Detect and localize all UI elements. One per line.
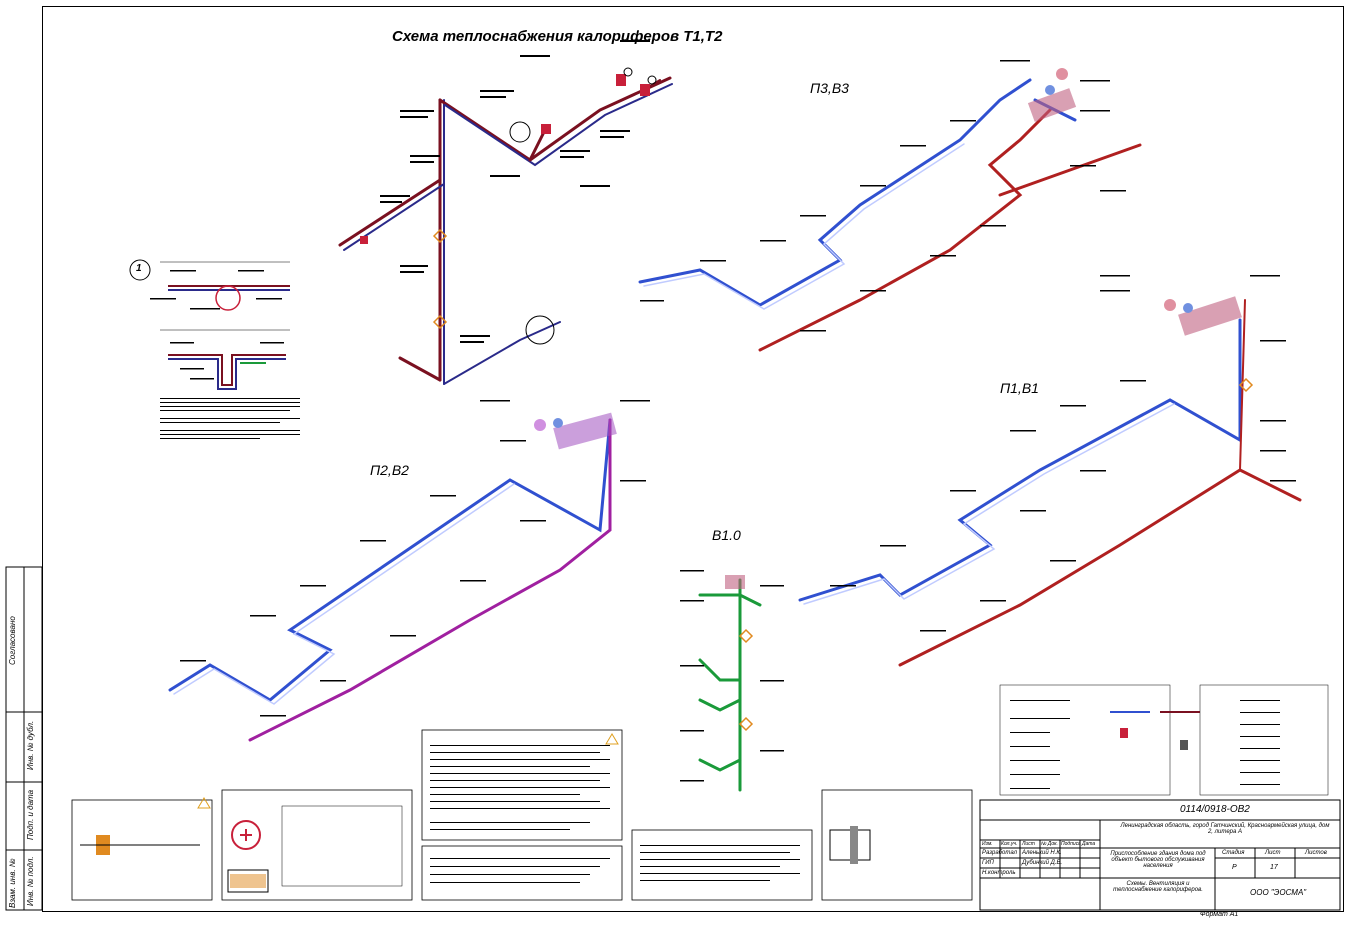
sheet-header: Лист — [1265, 850, 1281, 856]
stage-value: Р — [1232, 864, 1237, 871]
hdr-list: Лист — [1022, 841, 1035, 847]
role-control: Н.контроль — [982, 870, 1016, 876]
address: Ленинградская область, город Гатчинский,… — [1120, 823, 1330, 835]
p3v3-system — [638, 60, 1142, 352]
hdr-koluch: Кол.уч. — [1001, 841, 1018, 847]
stamp-agreed: Согласовано — [8, 616, 17, 665]
gip-name: Дубинкий Д.В. — [1022, 860, 1063, 866]
role-gip: ГИП — [982, 860, 994, 866]
developer-name: Аленький Н.К. — [1022, 850, 1062, 856]
p3v3-label: П3,В3 — [810, 80, 849, 96]
note-boxes — [71, 729, 973, 901]
title-block-grid — [979, 799, 1341, 911]
hdr-podpis: Подпись — [1061, 841, 1081, 847]
hdr-izm: Изм. — [982, 841, 993, 847]
sheet-name: Схемы. Вентиляция и теплоснабжение калор… — [1113, 881, 1203, 893]
stamp-inv-dubl: Инв. № дубл. — [26, 720, 35, 770]
stamp-sign-date: Подп. и дата — [26, 789, 35, 840]
notes-block-left — [160, 398, 300, 439]
role-developer: Разработал — [982, 850, 1017, 856]
p2v2-system — [168, 400, 650, 742]
detail-marker: 1 — [136, 263, 142, 274]
t1t2-heating-scheme — [338, 40, 673, 385]
sheet-frame — [42, 6, 1344, 912]
t1t2-scheme-title: Схема теплоснабжения калориферов Т1,Т2 — [392, 28, 723, 45]
v10-label: В1.0 — [712, 527, 741, 543]
legend-table — [999, 684, 1329, 796]
detail-node-1 — [129, 259, 290, 311]
hdr-data: Дата — [1082, 841, 1096, 847]
sheet-format: Формат А1 — [1200, 911, 1239, 918]
p1v1-system — [798, 275, 1302, 667]
p2v2-label: П2,В2 — [370, 462, 409, 478]
detail-u-loop — [160, 329, 290, 390]
note-lines — [430, 745, 800, 883]
sheet-value: 17 — [1270, 864, 1278, 871]
v10-system — [680, 570, 784, 792]
p1v1-label: П1,В1 — [1000, 380, 1039, 396]
object-name: Приспособление здания дома под объект бы… — [1110, 851, 1206, 869]
organization: ООО "ЭОСМА" — [1250, 888, 1307, 897]
drawing-code: 0114/0918-ОВ2 — [1180, 804, 1250, 815]
hdr-ndok: № Док. — [1041, 841, 1058, 847]
stamp-replace: Взам. инв. № — [8, 858, 17, 908]
sheets-header: Листов — [1305, 850, 1327, 856]
stamp-inv-orig: Инв. № подл. — [26, 856, 35, 906]
detail-sketches — [80, 733, 871, 893]
stage-header: Стадия — [1222, 850, 1245, 856]
